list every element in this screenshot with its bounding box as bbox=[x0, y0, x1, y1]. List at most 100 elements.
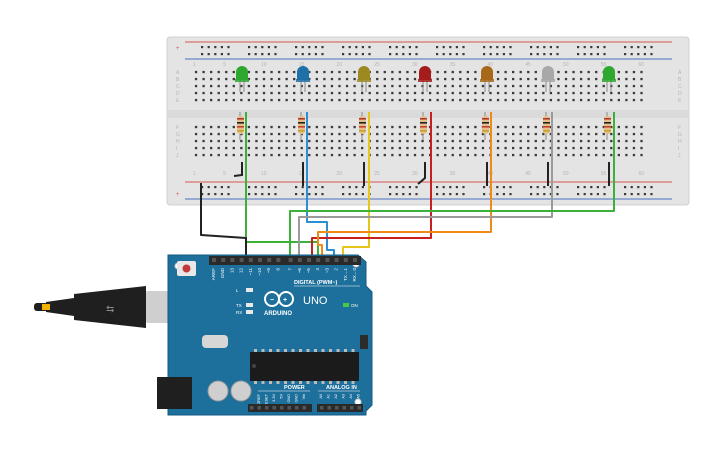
breadboard-hole[interactable] bbox=[481, 132, 485, 136]
header-pin[interactable] bbox=[257, 406, 262, 410]
header-pin[interactable] bbox=[342, 406, 347, 410]
rail-hole[interactable] bbox=[274, 193, 277, 196]
breadboard-hole[interactable] bbox=[519, 91, 522, 95]
breadboard-hole[interactable] bbox=[557, 98, 560, 102]
breadboard-hole[interactable] bbox=[398, 84, 402, 88]
breadboard-hole[interactable] bbox=[361, 98, 364, 102]
rail-hole[interactable] bbox=[455, 53, 458, 56]
breadboard-hole[interactable] bbox=[542, 91, 545, 95]
breadboard-hole[interactable] bbox=[262, 70, 266, 74]
breadboard-hole[interactable] bbox=[617, 153, 620, 157]
breadboard-hole[interactable] bbox=[466, 146, 469, 150]
breadboard-hole[interactable] bbox=[527, 146, 530, 150]
breadboard-hole[interactable] bbox=[406, 70, 409, 74]
breadboard-hole[interactable] bbox=[617, 132, 620, 136]
wire-blue[interactable] bbox=[306, 112, 335, 258]
breadboard-hole[interactable] bbox=[255, 98, 258, 102]
breadboard-hole[interactable] bbox=[504, 91, 507, 95]
breadboard-hole[interactable] bbox=[519, 146, 522, 150]
breadboard-hole[interactable] bbox=[436, 91, 439, 95]
breadboard-hole[interactable] bbox=[481, 146, 485, 150]
breadboard-hole[interactable] bbox=[572, 139, 575, 143]
rail-hole[interactable] bbox=[590, 46, 593, 49]
breadboard-hole[interactable] bbox=[202, 70, 205, 74]
rail-hole[interactable] bbox=[536, 186, 539, 189]
breadboard-hole[interactable] bbox=[587, 132, 590, 136]
breadboard-hole[interactable] bbox=[504, 84, 507, 88]
breadboard-hole[interactable] bbox=[247, 98, 251, 102]
rail-hole[interactable] bbox=[295, 53, 298, 56]
breadboard-hole[interactable] bbox=[632, 77, 636, 81]
rail-hole[interactable] bbox=[248, 193, 251, 196]
breadboard-hole[interactable] bbox=[247, 132, 251, 136]
breadboard-hole[interactable] bbox=[361, 139, 364, 143]
breadboard-hole[interactable] bbox=[640, 84, 643, 88]
breadboard-hole[interactable] bbox=[262, 91, 266, 95]
breadboard-hole[interactable] bbox=[255, 125, 258, 129]
header-pin[interactable] bbox=[295, 406, 299, 410]
breadboard-hole[interactable] bbox=[595, 77, 598, 81]
rail-hole[interactable] bbox=[630, 186, 633, 189]
breadboard-hole[interactable] bbox=[247, 146, 251, 150]
breadboard-hole[interactable] bbox=[300, 98, 303, 102]
breadboard-hole[interactable] bbox=[625, 139, 628, 143]
rail-hole[interactable] bbox=[590, 53, 593, 56]
rail-hole[interactable] bbox=[348, 46, 351, 49]
breadboard-hole[interactable] bbox=[217, 91, 220, 95]
breadboard-hole[interactable] bbox=[587, 84, 590, 88]
rail-hole[interactable] bbox=[415, 186, 418, 189]
breadboard-hole[interactable] bbox=[202, 153, 205, 157]
breadboard-hole[interactable] bbox=[640, 139, 643, 143]
breadboard-hole[interactable] bbox=[194, 70, 198, 74]
breadboard-hole[interactable] bbox=[444, 153, 447, 157]
breadboard-hole[interactable] bbox=[338, 146, 341, 150]
rail-hole[interactable] bbox=[596, 53, 599, 56]
breadboard-hole[interactable] bbox=[632, 146, 636, 150]
breadboard-hole[interactable] bbox=[602, 84, 605, 88]
breadboard-hole[interactable] bbox=[247, 153, 251, 157]
breadboard-hole[interactable] bbox=[217, 139, 220, 143]
breadboard-hole[interactable] bbox=[406, 91, 409, 95]
rail-hole[interactable] bbox=[643, 193, 646, 196]
breadboard-hole[interactable] bbox=[262, 84, 266, 88]
breadboard-hole[interactable] bbox=[428, 91, 432, 95]
breadboard-hole[interactable] bbox=[572, 70, 575, 74]
breadboard-hole[interactable] bbox=[345, 98, 349, 102]
breadboard-hole[interactable] bbox=[323, 84, 326, 88]
breadboard-hole[interactable] bbox=[300, 153, 303, 157]
breadboard-hole[interactable] bbox=[496, 91, 500, 95]
reset-button[interactable] bbox=[182, 264, 191, 273]
rail-hole[interactable] bbox=[643, 46, 646, 49]
breadboard-hole[interactable] bbox=[481, 84, 485, 88]
rail-hole[interactable] bbox=[261, 53, 264, 56]
breadboard-hole[interactable] bbox=[255, 77, 258, 81]
breadboard-hole[interactable] bbox=[519, 125, 522, 129]
breadboard-hole[interactable] bbox=[496, 98, 500, 102]
rail-hole[interactable] bbox=[361, 53, 364, 56]
header-pin[interactable] bbox=[272, 406, 277, 410]
breadboard-hole[interactable] bbox=[300, 139, 303, 143]
breadboard-hole[interactable] bbox=[579, 84, 583, 88]
rail-hole[interactable] bbox=[449, 53, 452, 56]
breadboard-hole[interactable] bbox=[474, 153, 477, 157]
rail-hole[interactable] bbox=[301, 46, 304, 49]
rail-hole[interactable] bbox=[207, 46, 210, 49]
breadboard-hole[interactable] bbox=[549, 153, 553, 157]
breadboard-hole[interactable] bbox=[504, 125, 507, 129]
header-pin[interactable] bbox=[280, 406, 284, 410]
rail-hole[interactable] bbox=[348, 53, 351, 56]
breadboard-hole[interactable] bbox=[277, 125, 281, 129]
breadboard-hole[interactable] bbox=[368, 91, 371, 95]
breadboard-hole[interactable] bbox=[512, 132, 515, 136]
breadboard-hole[interactable] bbox=[632, 132, 636, 136]
rail-hole[interactable] bbox=[348, 186, 351, 189]
rail-hole[interactable] bbox=[254, 46, 257, 49]
breadboard-hole[interactable] bbox=[564, 98, 568, 102]
header-pin[interactable] bbox=[287, 406, 292, 410]
breadboard-hole[interactable] bbox=[413, 84, 417, 88]
breadboard-hole[interactable] bbox=[534, 125, 537, 129]
rail-hole[interactable] bbox=[530, 46, 533, 49]
rail-hole[interactable] bbox=[509, 193, 512, 196]
breadboard-hole[interactable] bbox=[572, 98, 575, 102]
